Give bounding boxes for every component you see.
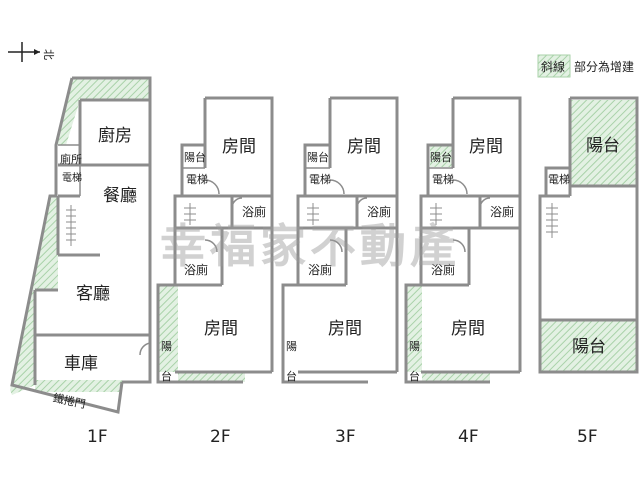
watermark: 幸福家不動產: [160, 219, 460, 273]
elevator-label-1f: 電梯: [62, 171, 82, 184]
floor-label-5f: 5F: [577, 427, 598, 447]
wc-label-1f: 廁所: [60, 152, 82, 166]
bath-left-label-4f: 浴廁: [431, 262, 455, 277]
balcony-left-1-label-4f: 陽: [409, 340, 420, 353]
room-top-label-2f: 房間: [222, 137, 256, 157]
floor-3f: 陽台 房間 電梯 浴廁 浴廁 房間 陽 台: [281, 96, 399, 384]
bath-left-label-3f: 浴廁: [308, 262, 332, 277]
elevator-label-4f: 電梯: [432, 173, 454, 186]
floor-label-1f: 1F: [87, 427, 108, 447]
balcony-top-label-5f: 陽台: [586, 136, 620, 156]
floor-4f: 陽台 房間 電梯 浴廁 浴廁 房間 陽 台: [404, 96, 522, 384]
elevator-label-2f: 電梯: [186, 173, 208, 186]
legend-hatch-word: 斜線: [541, 59, 565, 74]
elevator-label-3f: 電梯: [309, 173, 331, 186]
room-bottom-label-3f: 房間: [328, 319, 362, 339]
dining-label-1f: 餐廳: [103, 186, 137, 206]
floor-2f: 陽台 房間 電梯 浴廁 浴廁 房間 陽 台: [156, 96, 274, 384]
legend-hatch-swatch: [537, 54, 571, 78]
balcony-left-1-label-2f: 陽: [161, 340, 172, 353]
balcony-bottom-label-5f: 陽台: [572, 337, 606, 357]
bath-right-label-3f: 浴廁: [367, 204, 391, 219]
balcony-top-label-3f: 陽台: [307, 150, 329, 164]
legend-text: 部分為增建: [574, 59, 634, 74]
elevator-label-5f: 電梯: [548, 173, 570, 186]
hatch-1f-front: [35, 380, 122, 392]
balcony-left-2-label-2f: 台: [161, 369, 172, 383]
floor-1f: 廚房 廁所 電梯 餐廳 客廳 車庫 鐵捲門: [10, 76, 152, 414]
gate-label-1f: 鐵捲門: [52, 390, 87, 411]
bath-left-label-2f: 浴廁: [184, 262, 208, 277]
balcony-top-label-2f: 陽台: [184, 150, 206, 164]
room-bottom-label-4f: 房間: [451, 319, 485, 339]
kitchen-label-1f: 廚房: [98, 125, 132, 146]
bath-right-label-4f: 浴廁: [490, 204, 514, 219]
room-top-label-3f: 房間: [347, 137, 381, 157]
floor-label-4f: 4F: [458, 427, 479, 447]
bath-right-label-2f: 浴廁: [242, 204, 266, 219]
north-label: 北: [42, 49, 55, 60]
floor-5f: 陽台 電梯 陽台: [538, 96, 639, 374]
garage-label-1f: 車庫: [64, 354, 98, 374]
balcony-top-label-4f: 陽台: [430, 150, 452, 164]
hatch-1f-ne: [56, 78, 150, 145]
room-bottom-label-2f: 房間: [204, 319, 238, 339]
balcony-left-2-label-3f: 台: [286, 369, 297, 383]
living-label-1f: 客廳: [76, 284, 110, 304]
north-arrow-icon: [8, 42, 40, 62]
balcony-left-1-label-3f: 陽: [286, 340, 297, 353]
floor-label-2f: 2F: [210, 427, 231, 447]
floor-label-3f: 3F: [335, 427, 356, 447]
room-top-label-4f: 房間: [469, 137, 503, 157]
balcony-left-2-label-4f: 台: [409, 369, 420, 383]
